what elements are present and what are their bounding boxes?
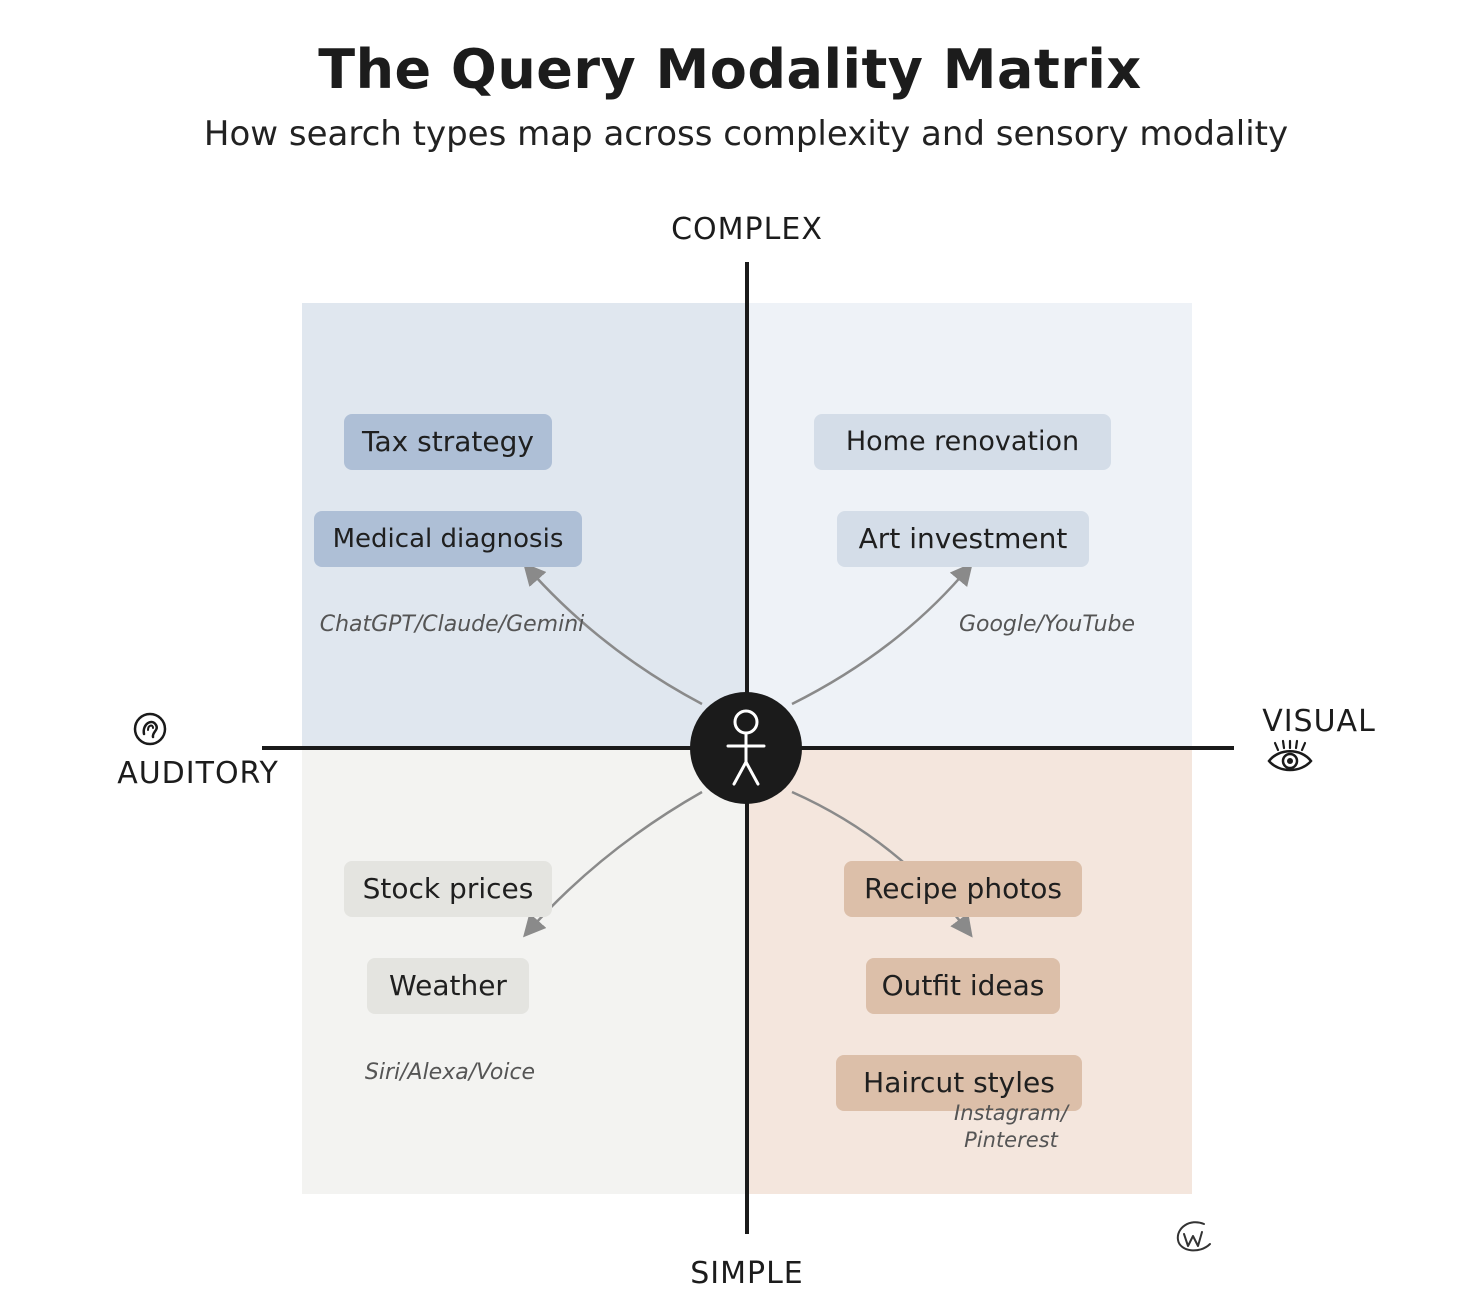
query-weather: Weather bbox=[367, 958, 529, 1014]
query-stock-prices: Stock prices bbox=[344, 861, 552, 917]
tools-top-left: ChatGPT/Claude/Gemini bbox=[319, 612, 585, 637]
diagram-subtitle: How search types map across complexity a… bbox=[203, 114, 1289, 154]
axis-label-auditory: AUDITORY bbox=[117, 756, 279, 791]
query-art-investment: Art investment bbox=[837, 511, 1089, 567]
query-recipe-photos: Recipe photos bbox=[844, 861, 1082, 917]
tools-bottom-right: Instagram/ Pinterest bbox=[926, 1100, 1096, 1154]
arrow-to-top-left bbox=[523, 562, 703, 706]
diagram-title: The Query Modality Matrix bbox=[318, 38, 1142, 101]
eye-icon bbox=[1264, 738, 1316, 782]
arrow-to-top-right bbox=[791, 562, 973, 706]
query-outfit-ideas: Outfit ideas bbox=[866, 958, 1060, 1014]
axis-label-simple: SIMPLE bbox=[690, 1256, 804, 1291]
ear-icon bbox=[130, 708, 170, 754]
tools-bottom-left: Siri/Alexa/Voice bbox=[364, 1060, 536, 1085]
query-tax-strategy: Tax strategy bbox=[344, 414, 552, 470]
arrow-to-bottom-left bbox=[523, 790, 703, 938]
query-haircut-styles: Haircut styles bbox=[836, 1055, 1082, 1111]
tools-top-right: Google/YouTube bbox=[958, 612, 1136, 637]
person-icon bbox=[726, 709, 766, 786]
axis-label-visual: VISUAL bbox=[1262, 704, 1376, 739]
signature-icon bbox=[1170, 1214, 1222, 1262]
query-home-renovation: Home renovation bbox=[814, 414, 1111, 470]
query-medical-diagnosis: Medical diagnosis bbox=[314, 511, 582, 567]
tools-bottom-right-line2: Pinterest bbox=[964, 1128, 1058, 1152]
tools-bottom-right-line1: Instagram/ bbox=[954, 1101, 1068, 1125]
axis-label-complex: COMPLEX bbox=[671, 212, 823, 247]
center-user-node bbox=[690, 692, 802, 804]
